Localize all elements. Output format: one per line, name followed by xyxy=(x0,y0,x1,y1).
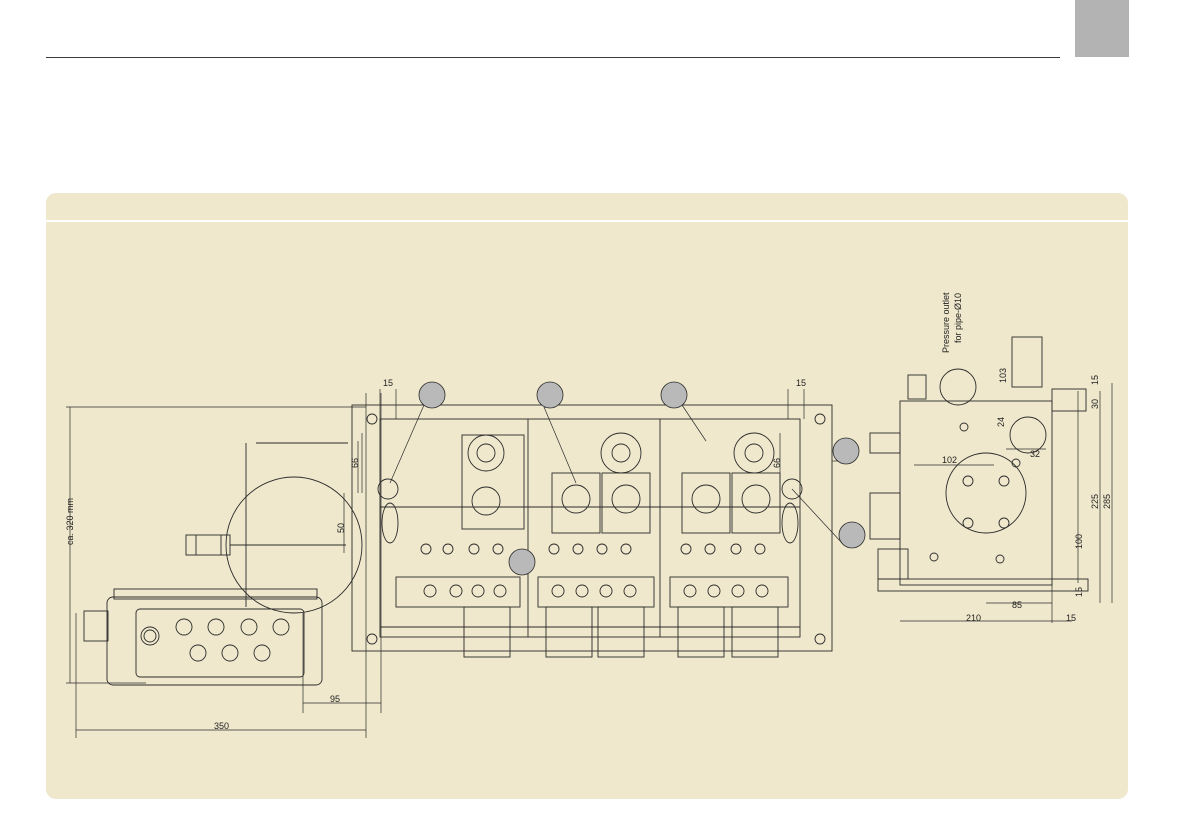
dim-30: 30 xyxy=(1090,399,1100,409)
callout-1 xyxy=(419,382,445,408)
dim-210: 210 xyxy=(966,613,981,623)
dim-side-15-base: 15 xyxy=(1066,613,1076,623)
left-dimension-lines xyxy=(66,393,381,738)
motor-unit xyxy=(84,443,362,685)
dim-102: 102 xyxy=(942,455,957,465)
pressure-outlet-label: Pressure outlet xyxy=(941,292,951,353)
dim-side-15-bottom: 15 xyxy=(1074,587,1084,597)
dim-100: 100 xyxy=(1074,534,1084,549)
dim-left-15: 15 xyxy=(383,378,393,388)
dim-total-height: ca. 320 mm xyxy=(65,498,75,545)
dim-side-15-top: 15 xyxy=(1090,375,1100,385)
dim-95: 95 xyxy=(330,694,340,704)
drawing-panel: ca. 320 mm 350 95 15 15 66 66 50 Pressur… xyxy=(46,193,1128,799)
dim-left-66: 66 xyxy=(350,458,360,468)
side-view xyxy=(870,337,1088,591)
technical-drawing: ca. 320 mm 350 95 15 15 66 66 50 Pressur… xyxy=(46,193,1128,799)
callout-3 xyxy=(661,382,687,408)
valve-block xyxy=(352,405,832,657)
dim-225: 225 xyxy=(1090,494,1100,509)
dim-350: 350 xyxy=(214,721,229,731)
pressure-outlet-pipe-label: for pipe-Ø10 xyxy=(953,293,963,343)
callout-6 xyxy=(509,549,535,575)
dim-285: 285 xyxy=(1102,494,1112,509)
dim-left-50: 50 xyxy=(336,523,346,533)
callout-markers xyxy=(419,382,865,575)
dim-85: 85 xyxy=(1012,600,1022,610)
page-tab xyxy=(1075,0,1129,57)
dim-right-15: 15 xyxy=(796,378,806,388)
side-dimension-lines xyxy=(832,383,1112,623)
dim-32: 32 xyxy=(1030,449,1040,459)
dim-right-66: 66 xyxy=(772,458,782,468)
callout-2 xyxy=(537,382,563,408)
dim-24: 24 xyxy=(996,417,1006,427)
dim-103: 103 xyxy=(998,368,1008,383)
callout-5 xyxy=(839,522,865,548)
header-rule xyxy=(46,57,1060,58)
callout-4 xyxy=(833,438,859,464)
